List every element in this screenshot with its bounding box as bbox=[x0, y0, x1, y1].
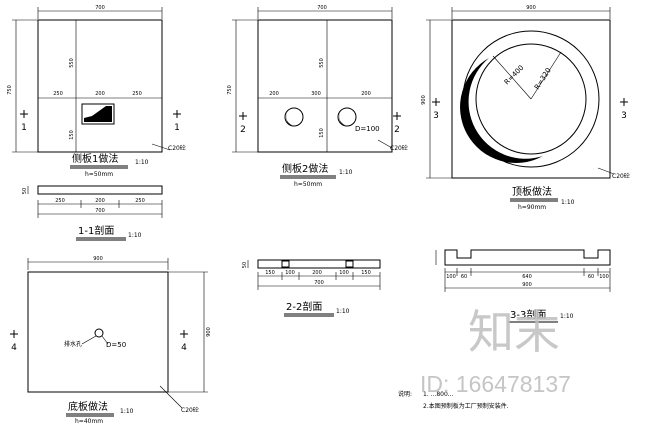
bottom-slab-cut-right: 4 bbox=[181, 343, 187, 353]
section2-title: 2-2剖面 bbox=[286, 300, 322, 313]
notes-label: 说明: bbox=[398, 390, 412, 398]
top-slab-outline bbox=[451, 19, 611, 179]
section3-seg-5: 100 bbox=[599, 274, 609, 280]
side1-seg-b: 200 bbox=[95, 91, 105, 97]
side-panel-1-view: 700 750 550 150 250 200 250 1 1 C20砼 侧板1… bbox=[7, 5, 186, 178]
top-slab-title: 顶板做法 bbox=[512, 185, 552, 198]
side1-thickness: h=50mm bbox=[85, 171, 113, 178]
section3-seg-4: 60 bbox=[588, 274, 594, 280]
section-1-1-view: 50 250 200 250 700 1-1剖面 1:10 bbox=[22, 185, 163, 241]
side1-scale: 1:10 bbox=[135, 159, 149, 166]
bottom-slab-view: 900 900 排水孔 D=50 4 4 C20砼 底板做法 1:10 h=40… bbox=[10, 256, 212, 425]
section3-seg-1: 100 bbox=[446, 274, 456, 280]
side2-top-width: 700 bbox=[317, 5, 327, 11]
section1-seg-b: 200 bbox=[95, 198, 105, 204]
side2-hole-dia: D=100 bbox=[355, 125, 380, 133]
section2-seg-1: 150 bbox=[265, 270, 275, 276]
top-slab-cut-left: 3 bbox=[433, 111, 439, 121]
section2-scale: 1:10 bbox=[336, 308, 350, 315]
bottom-slab-height: 900 bbox=[206, 327, 212, 337]
section2-slab bbox=[257, 259, 381, 269]
section2-seg-5: 150 bbox=[361, 270, 371, 276]
side2-hole-right bbox=[337, 107, 357, 127]
section-2-2-view: 50 150 100 200 100 150 700 2-2剖面 1:10 bbox=[242, 259, 381, 317]
top-slab-thickness: h=90mm bbox=[518, 204, 546, 211]
side2-lower-height: 150 bbox=[319, 128, 325, 138]
side2-scale: 1:10 bbox=[339, 169, 353, 176]
section2-seg-3: 200 bbox=[312, 270, 322, 276]
side2-title: 侧板2做法 bbox=[282, 162, 328, 175]
notes-line-2: 2.本图预制板为工厂预制安装件. bbox=[423, 402, 509, 410]
section3-profile bbox=[444, 249, 611, 266]
bottom-slab-title: 底板做法 bbox=[68, 400, 108, 413]
watermark-id: ID: 166478137 bbox=[420, 371, 571, 397]
section1-title: 1-1剖面 bbox=[78, 224, 114, 237]
section3-total: 900 bbox=[522, 282, 532, 288]
side2-seg-c: 200 bbox=[361, 91, 371, 97]
side1-seg-a: 250 bbox=[53, 91, 63, 97]
bottom-slab-label: 排水孔 bbox=[64, 340, 82, 348]
bottom-slab-scale: 1:10 bbox=[120, 408, 134, 415]
top-slab-cut-right: 3 bbox=[621, 111, 627, 121]
top-slab-height: 900 bbox=[421, 95, 427, 105]
side2-seg-a: 200 bbox=[269, 91, 279, 97]
section1-total: 700 bbox=[95, 208, 105, 214]
watermark-logo: 知末 bbox=[468, 306, 560, 358]
notes-line-1: 1. ...800... bbox=[423, 391, 454, 398]
top-slab-r-inner: R=320 bbox=[533, 67, 553, 92]
top-slab-view: 900 900 R=400 R=320 3 3 C20砼 顶板做法 1:10 h… bbox=[421, 5, 630, 211]
side1-opening bbox=[81, 103, 115, 125]
side2-hole-left bbox=[284, 107, 304, 127]
side-panel-2-view: 700 750 550 150 200 300 200 D=100 2 2 C2… bbox=[227, 5, 408, 188]
bottom-slab-outline bbox=[27, 271, 169, 393]
section3-seg-2: 60 bbox=[461, 274, 467, 280]
side2-thickness: h=50mm bbox=[294, 181, 322, 188]
side1-top-width: 700 bbox=[95, 5, 105, 11]
section2-total: 700 bbox=[314, 280, 324, 286]
section1-slab bbox=[37, 185, 163, 195]
section1-scale: 1:10 bbox=[128, 232, 142, 239]
section1-seg-a: 250 bbox=[55, 198, 65, 204]
section-3-3-view: 100 60 640 60 100 900 3-3剖面 1:10 bbox=[435, 249, 611, 323]
section2-seg-4: 100 bbox=[339, 270, 349, 276]
side1-concrete: C20砼 bbox=[168, 144, 186, 152]
side1-lower-height: 150 bbox=[69, 130, 75, 140]
side2-cut-left: 2 bbox=[240, 125, 246, 135]
side1-cut-right: 1 bbox=[174, 123, 180, 133]
side2-concrete: C20砼 bbox=[390, 144, 408, 152]
bottom-slab-drain-hole bbox=[94, 328, 104, 338]
side1-left-height: 750 bbox=[7, 85, 13, 95]
side1-mid-height: 550 bbox=[69, 58, 75, 68]
notes-block: 说明: 1. ...800... 2.本图预制板为工厂预制安装件. bbox=[398, 390, 509, 410]
side2-mid-height: 550 bbox=[319, 58, 325, 68]
section2-seg-2: 100 bbox=[285, 270, 295, 276]
side1-cut-left: 1 bbox=[21, 123, 27, 133]
top-slab-shading bbox=[460, 58, 543, 163]
section2-height: 50 bbox=[242, 262, 248, 268]
side1-outline bbox=[37, 19, 163, 153]
bottom-slab-cut-left: 4 bbox=[11, 343, 17, 353]
section3-seg-3: 640 bbox=[522, 274, 532, 280]
side1-title: 侧板1做法 bbox=[72, 152, 118, 165]
section1-height: 50 bbox=[22, 188, 28, 194]
bottom-slab-hole-dia: D=50 bbox=[106, 341, 126, 349]
top-slab-inner-ring bbox=[475, 43, 587, 155]
section3-title: 3-3剖面 bbox=[510, 308, 546, 321]
side2-left-height: 750 bbox=[227, 85, 233, 95]
side2-outline bbox=[257, 19, 393, 153]
top-slab-r-outer: R=400 bbox=[503, 64, 526, 87]
bottom-slab-thickness: h=40mm bbox=[75, 418, 103, 425]
top-slab-scale: 1:10 bbox=[561, 199, 575, 206]
watermark: 知末 ID: 166478137 bbox=[420, 306, 571, 397]
side2-seg-b: 300 bbox=[311, 91, 321, 97]
top-slab-width: 900 bbox=[526, 5, 536, 11]
side2-cut-right: 2 bbox=[394, 125, 400, 135]
section1-seg-c: 250 bbox=[135, 198, 145, 204]
section3-scale: 1:10 bbox=[560, 313, 574, 320]
top-slab-concrete: C20砼 bbox=[612, 172, 630, 180]
bottom-slab-width: 900 bbox=[93, 256, 103, 262]
side1-seg-c: 250 bbox=[132, 91, 142, 97]
bottom-slab-concrete: C20砼 bbox=[181, 406, 199, 414]
